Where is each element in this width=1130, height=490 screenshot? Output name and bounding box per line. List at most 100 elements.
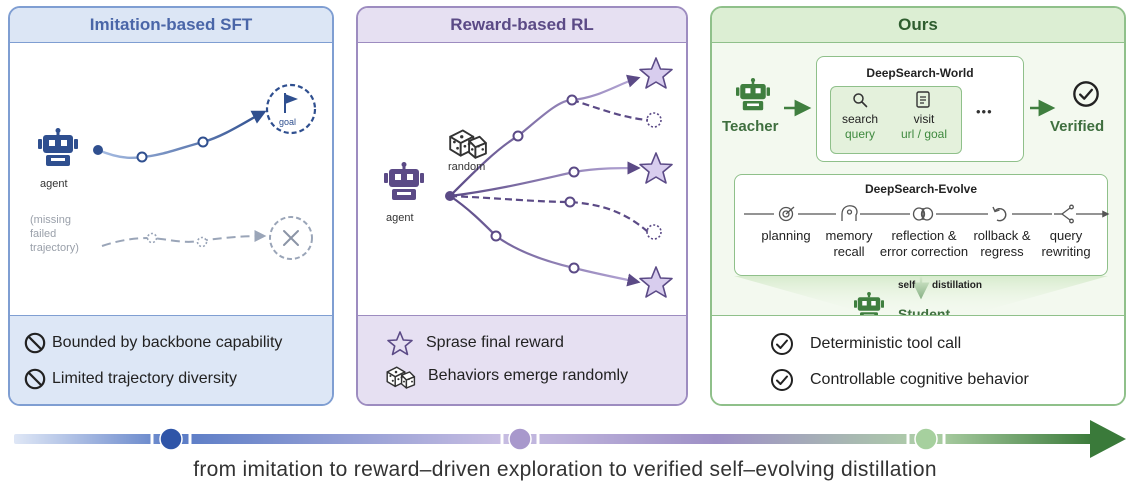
agent-label: agent [386,212,414,224]
behavior-query-1: query [1049,228,1083,243]
rl-footer-item-1: Sprase final reward [386,330,564,356]
behavior-query-2: rewriting [1041,244,1091,259]
rl-branch [449,195,641,287]
ellipsis: ••• [976,104,993,119]
missing-label-2: failed [30,228,57,240]
ours-footer: Deterministic tool call Controllable cog… [712,315,1124,404]
star-icon [639,57,673,89]
deepsearch-world-title: DeepSearch-World [866,66,974,80]
prohibited-icon [24,332,46,354]
rl-branch [449,74,641,197]
progress-arrowhead [1090,420,1126,458]
progress-marker-sft [159,427,183,451]
document-icon [916,91,930,108]
progression-bar [14,420,1126,458]
rl-branch [449,194,649,233]
distillation-funnel [734,276,1108,316]
panel-rl-title: Reward-based RL [358,8,686,43]
search-icon [853,93,868,108]
rl-node [568,262,580,274]
sft-start-node [93,145,103,155]
behavior-reflection-2: error correction [879,244,969,259]
ours-footer-item-2: Controllable cognitive behavior [770,368,1029,392]
progress-marker-rl [508,427,532,451]
sft-diagram [93,83,317,260]
sft-footer-item-2: Limited trajectory diversity [24,368,237,390]
distillation-label: distillation [932,280,982,291]
head-icon [841,205,858,221]
robot-icon [384,162,424,202]
star-icon [639,152,673,184]
sft-node [136,151,148,163]
rl-node [512,130,524,142]
brain-icon [912,207,934,221]
random-label: random [448,161,486,173]
visit-sub: url / goal [900,127,948,141]
behavior-memory-1: memory [825,228,873,243]
panel-ours-title: Ours [712,8,1124,43]
panel-sft: Imitation-based SFT agent goal (missing … [8,6,334,406]
rl-footer-text-2: Behaviors emerge randomly [428,367,629,384]
tool-box [830,86,962,154]
panel-rl: Reward-based RL agent ran [356,6,688,406]
deepsearch-evolve-box [734,174,1108,276]
check-circle-icon [770,332,794,356]
rl-diagram [445,57,673,298]
check-circle-icon [770,368,794,392]
prohibited-icon [24,368,46,390]
panel-sft-title: Imitation-based SFT [10,8,332,43]
missing-label-3: trajectory) [30,242,79,254]
ours-footer-text-2: Controllable cognitive behavior [810,371,1029,388]
missing-node [146,232,158,244]
rl-node [566,94,578,106]
search-sub: query [844,127,876,141]
self-label: self [898,280,916,291]
rl-branch [571,98,649,122]
evolve-timeline [744,204,1110,224]
behavior-planning: planning [761,228,811,243]
behavior-reflection-1: reflection & [891,228,957,243]
sft-footer-text-1: Bounded by backbone capability [52,334,283,351]
rl-empty-outcome [646,112,662,128]
rl-footer-item-2: Behaviors emerge randomly [384,362,628,390]
x-icon [283,230,299,246]
branch-icon [1054,204,1074,224]
goal-label: goal [279,117,297,127]
behavior-rollback-2: regress [980,244,1024,259]
ours-footer-item-1: Deterministic tool call [770,332,961,356]
flag-icon [284,93,298,113]
agent-label: agent [40,178,68,190]
undo-icon [992,206,1007,222]
caption: from imitation to reward–driven explorat… [193,458,937,481]
missing-label-1: (missing [30,214,71,226]
search-label: search [841,112,879,126]
ours-footer-text-1: Deterministic tool call [810,335,962,352]
sft-node [197,136,209,148]
target-icon [778,206,795,222]
sft-footer: Bounded by backbone capability Limited t… [10,315,332,404]
sft-trajectory [97,110,267,160]
sft-footer-text-2: Limited trajectory diversity [52,370,237,387]
behavior-memory-2: recall [833,244,865,259]
missing-trajectory [101,230,267,247]
robot-icon [38,128,78,168]
star-icon [639,266,673,298]
rl-node [490,230,502,242]
progress-marker-ours [914,427,938,451]
dice-icon [384,362,416,390]
rl-empty-outcome [646,224,662,240]
deepsearch-evolve-title: DeepSearch-Evolve [864,182,978,196]
teacher-label: Teacher [722,118,779,135]
rl-start-node [445,191,455,201]
goal-circle [265,83,317,135]
behavior-rollback-1: rollback & [973,228,1031,243]
missing-node [196,236,208,248]
rl-footer-text-1: Sprase final reward [426,334,564,351]
verified-label: Verified [1050,118,1105,135]
dice-icon [446,124,488,160]
rl-node [568,166,580,178]
sft-footer-item-1: Bounded by backbone capability [24,332,282,354]
panel-ours: Ours Teacher DeepSearch-World search que… [710,6,1126,406]
star-icon [387,331,413,356]
rl-node [564,196,576,208]
